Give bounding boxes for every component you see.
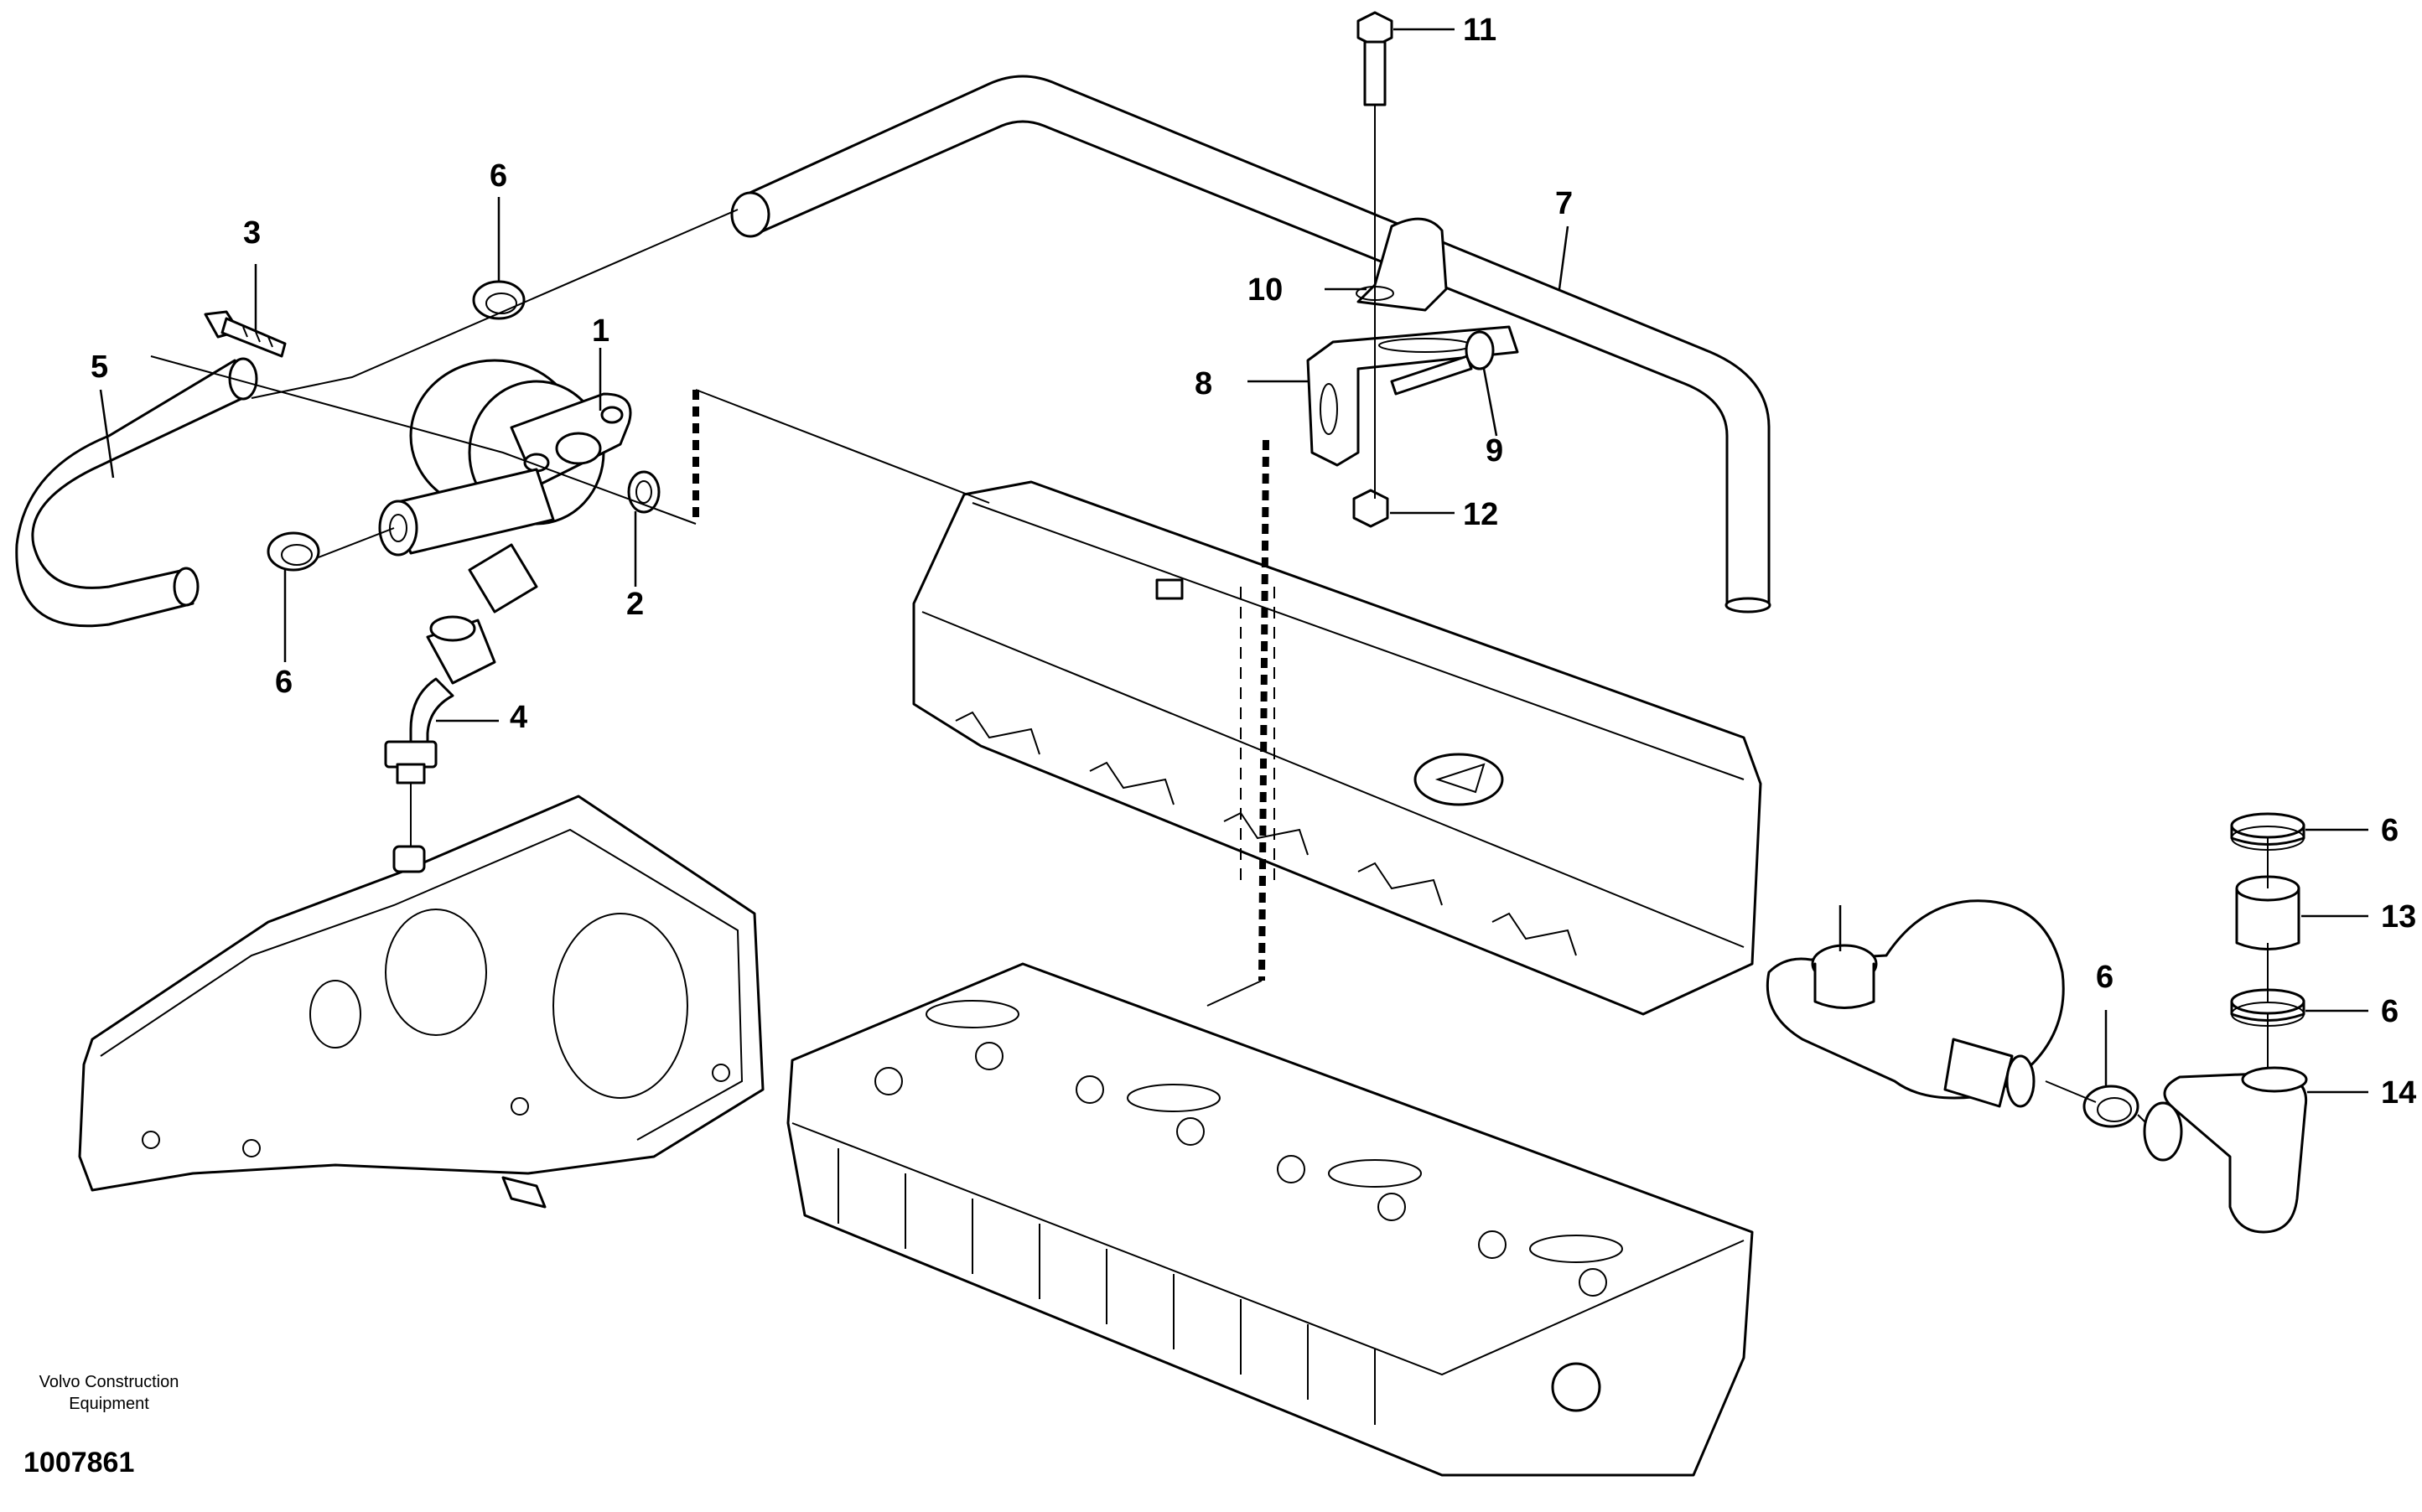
clip-nut bbox=[1352, 489, 1389, 528]
callout-3: 3 bbox=[243, 215, 261, 251]
callout-8: 8 bbox=[1195, 366, 1212, 401]
callout-2: 2 bbox=[626, 587, 644, 622]
callout-1: 1 bbox=[592, 313, 609, 349]
hose-clamp-lower bbox=[267, 531, 320, 572]
callout-11: 11 bbox=[1463, 13, 1496, 48]
oil-return-pipe bbox=[384, 615, 496, 784]
elbow-fitting bbox=[2143, 1066, 2308, 1234]
callout-14: 14 bbox=[2381, 1075, 2416, 1111]
bracket-screw bbox=[1390, 330, 1495, 396]
cylinder-head-cover bbox=[912, 480, 1762, 1016]
callout-leaders bbox=[99, 28, 2368, 1094]
hose-clamp-elbow bbox=[2082, 1085, 2139, 1128]
ventilation-pipe bbox=[730, 75, 1771, 614]
callout-6-elbow: 6 bbox=[2096, 960, 2113, 995]
callout-6-lower: 6 bbox=[275, 665, 293, 700]
cylinder-head bbox=[786, 962, 1754, 1477]
callout-13: 13 bbox=[2381, 899, 2416, 935]
hose-clamp-upper bbox=[472, 280, 526, 320]
company-name: Volvo Construction Equipment bbox=[25, 1371, 193, 1415]
callout-6-pipe-end: 6 bbox=[2381, 813, 2399, 848]
callout-10: 10 bbox=[1247, 272, 1283, 308]
clip-bolt bbox=[1356, 11, 1393, 106]
company-name-line-1: Volvo Construction bbox=[39, 1373, 179, 1391]
vent-connector-housing bbox=[1766, 899, 2065, 1108]
assembly-lines bbox=[150, 105, 2269, 1124]
oil-separator bbox=[378, 359, 632, 614]
callout-6-sleeve: 6 bbox=[2381, 994, 2399, 1029]
callout-4: 4 bbox=[510, 700, 527, 735]
pipe-clip bbox=[1356, 217, 1448, 312]
callout-7: 7 bbox=[1555, 186, 1573, 221]
timing-gear-housing bbox=[78, 795, 765, 1209]
callout-12: 12 bbox=[1463, 497, 1498, 532]
hose-clamp-pipe-end bbox=[2230, 812, 2305, 851]
breather-hose bbox=[15, 357, 258, 628]
company-name-line-2: Equipment bbox=[69, 1395, 149, 1413]
callout-6-upper: 6 bbox=[490, 158, 507, 194]
callout-9: 9 bbox=[1486, 433, 1503, 469]
callout-labels: 1 2 3 4 5 6 6 7 8 9 10 11 12 6 13 6 14 6 bbox=[91, 13, 2416, 1111]
seal-ring bbox=[627, 470, 661, 514]
callout-5: 5 bbox=[91, 350, 108, 385]
drawing-number: 1007861 bbox=[23, 1447, 135, 1478]
mounting-screw bbox=[204, 310, 287, 358]
